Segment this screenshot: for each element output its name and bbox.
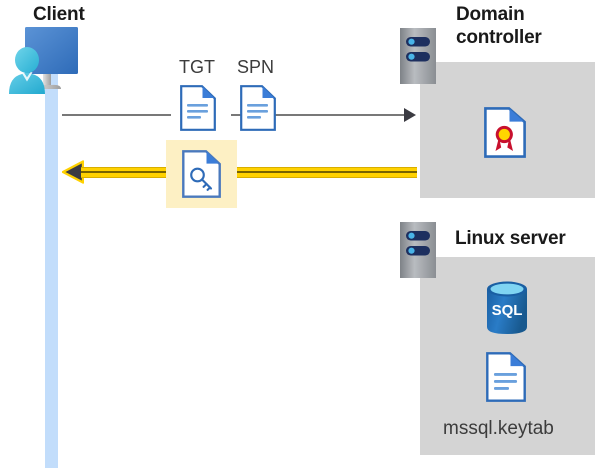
linux-server-server-icon: [400, 222, 436, 278]
domain-controller-label-line1: Domain: [456, 4, 525, 25]
request-line: [62, 114, 171, 116]
document-key-icon: [182, 150, 221, 198]
domain-controller-label-line2: controller: [456, 27, 542, 48]
linux-server-label: Linux server: [455, 228, 566, 249]
response-arrow-segment-2: [236, 167, 417, 178]
domain-controller-label: Domain controller: [456, 3, 596, 49]
tgt-document-icon: [180, 85, 216, 131]
client-label: Client: [33, 4, 85, 25]
client-lifeline: [45, 62, 58, 468]
tgt-label: TGT: [179, 57, 215, 77]
response-arrow-segment-1: [81, 167, 168, 178]
certificate-document-icon: [484, 107, 526, 158]
sql-database-text: SQL: [492, 302, 523, 319]
spn-label: SPN: [237, 57, 275, 77]
user-computer-icon: [6, 26, 98, 96]
request-arrowhead-icon: [404, 108, 416, 122]
keytab-file-label: mssql.keytab: [443, 418, 554, 439]
sql-database-icon: SQL: [483, 280, 531, 336]
domain-controller-server-icon: [400, 28, 436, 84]
request-line-2: [231, 114, 405, 116]
keytab-document-icon: [486, 352, 526, 402]
spn-document-icon: [240, 85, 276, 131]
